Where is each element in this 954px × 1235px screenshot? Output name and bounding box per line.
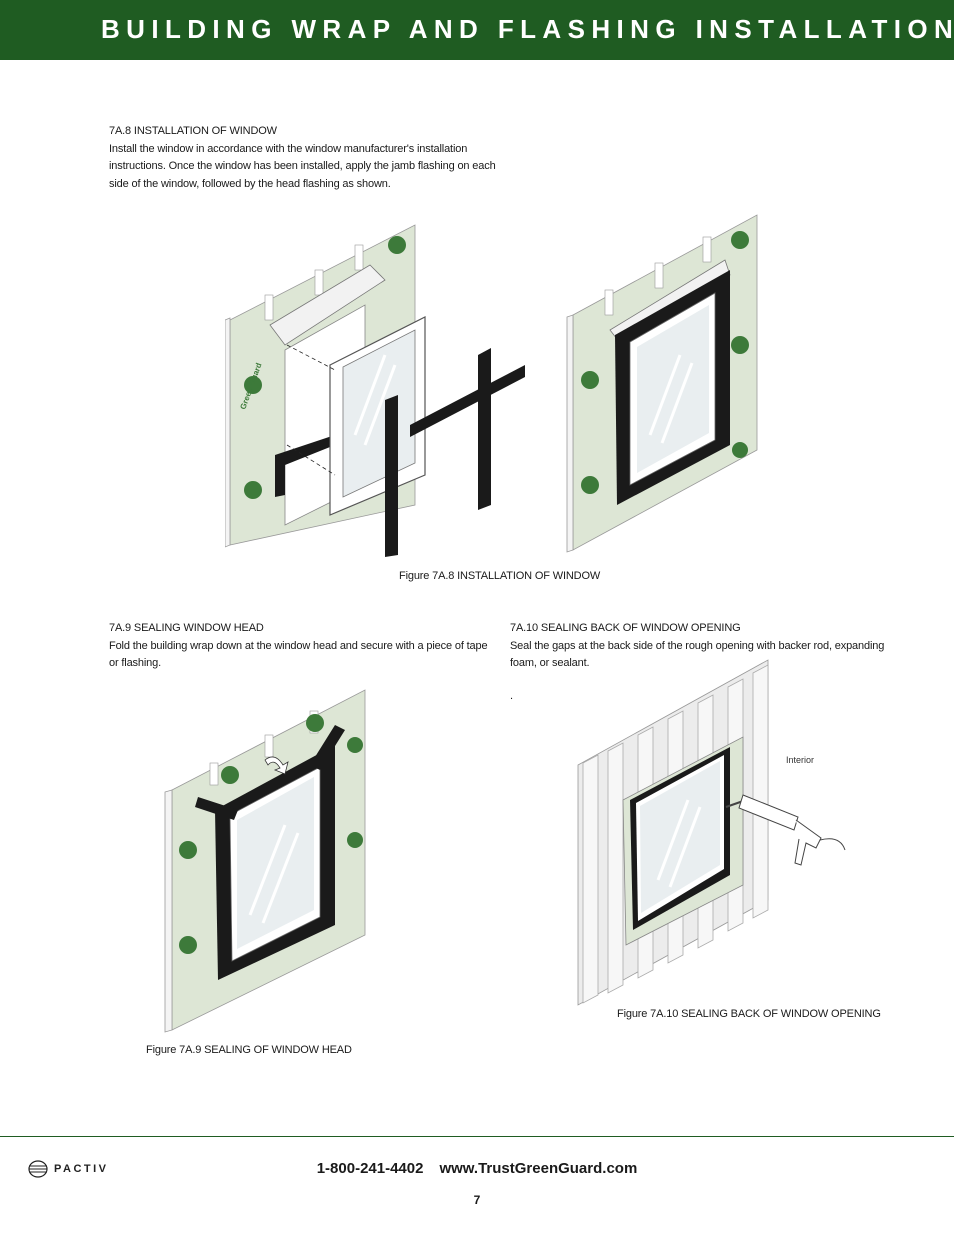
figure-caption: Figure 7A.10 SEALING BACK OF WINDOW OPEN… bbox=[617, 1008, 881, 1020]
header-bar: BUILDING WRAP AND FLASHING INSTALLATION bbox=[0, 0, 954, 60]
green-guard-logo bbox=[581, 476, 599, 494]
pactiv-logo-text: PACTIV bbox=[54, 1163, 109, 1175]
caulk-gun-icon bbox=[725, 794, 846, 866]
section-7a9: 7A.9 SEALING WINDOW HEAD Fold the buildi… bbox=[109, 620, 489, 673]
green-guard-logo bbox=[306, 714, 324, 732]
green-guard-logo bbox=[347, 832, 363, 848]
trailing-text: . bbox=[510, 690, 514, 702]
pactiv-logo-icon bbox=[28, 1160, 48, 1178]
green-guard-logo bbox=[244, 481, 262, 499]
section-heading: 7A.10 SEALING BACK OF WINDOW OPENING bbox=[510, 622, 741, 634]
interior-label: Interior bbox=[786, 755, 814, 765]
green-guard-logo bbox=[179, 841, 197, 859]
figure-installation-of-window: Green Guard bbox=[225, 214, 758, 557]
section-body: Seal the gaps at the back side of the ro… bbox=[510, 639, 885, 670]
page-title: BUILDING WRAP AND FLASHING INSTALLATION bbox=[101, 14, 954, 44]
footer-contact: 1-800-241-4402 www.TrustGreenGuard.com bbox=[0, 1160, 954, 1177]
section-7a8: 7A.8 INSTALLATION OF WINDOW Install the … bbox=[109, 123, 501, 193]
section-7a10: 7A.10 SEALING BACK OF WINDOW OPENING Sea… bbox=[510, 620, 905, 673]
figure-sealing-back-of-window-opening: Interior bbox=[577, 659, 846, 1006]
section-body: Fold the building wrap down at the windo… bbox=[109, 639, 488, 670]
footer-divider bbox=[0, 1136, 954, 1137]
figure-sealing-window-head bbox=[164, 689, 366, 1033]
phone-number: 1-800-241-4402 bbox=[316, 1160, 424, 1177]
figure-caption: Figure 7A.9 SEALING OF WINDOW HEAD bbox=[146, 1044, 352, 1056]
green-guard-logo bbox=[731, 231, 749, 249]
green-guard-logo bbox=[731, 336, 749, 354]
wrapped-wall-left: Green Guard bbox=[225, 224, 416, 548]
page-number: 7 bbox=[473, 1193, 481, 1207]
fold-arrow-icon bbox=[264, 756, 289, 775]
window-unit bbox=[286, 316, 426, 516]
green-guard-logo bbox=[221, 766, 239, 784]
green-guard-logo bbox=[581, 371, 599, 389]
section-heading: 7A.8 INSTALLATION OF WINDOW bbox=[109, 125, 277, 137]
green-guard-logo bbox=[388, 236, 406, 254]
pactiv-logo: PACTIV bbox=[28, 1160, 109, 1178]
section-heading: 7A.9 SEALING WINDOW HEAD bbox=[109, 622, 264, 634]
website-link[interactable]: www.TrustGreenGuard.com bbox=[439, 1160, 638, 1177]
flashing-strips bbox=[385, 348, 525, 557]
figure-caption: Figure 7A.8 INSTALLATION OF WINDOW bbox=[399, 570, 601, 582]
green-guard-logo bbox=[732, 442, 748, 458]
wrapped-wall-right bbox=[566, 214, 758, 553]
green-guard-logo bbox=[179, 936, 197, 954]
section-body: Install the window in accordance with th… bbox=[109, 142, 496, 190]
green-guard-logo bbox=[347, 737, 363, 753]
